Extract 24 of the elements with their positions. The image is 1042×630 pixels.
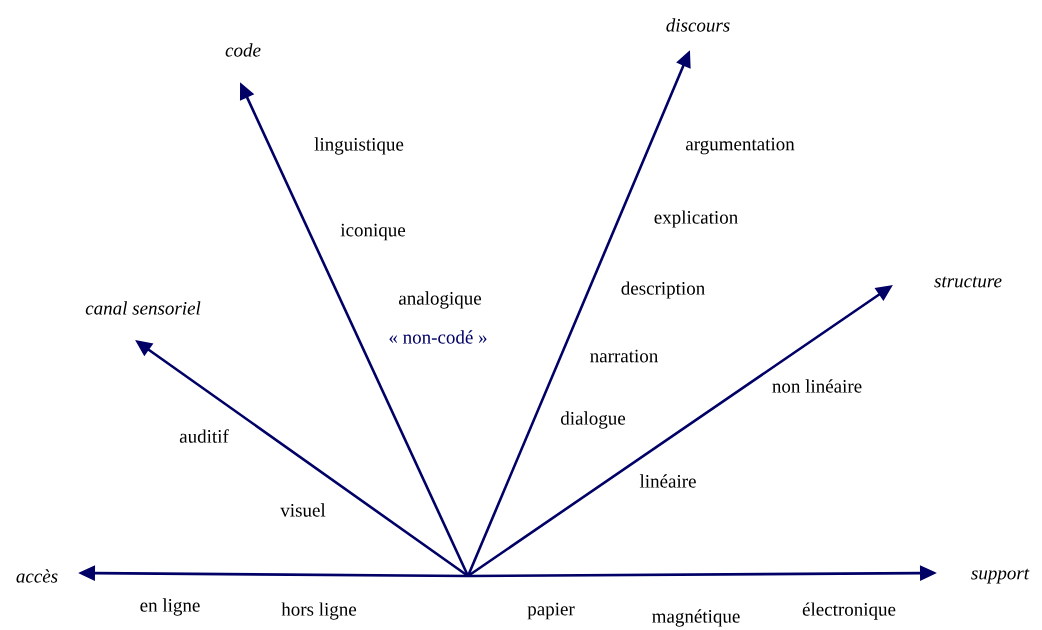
value-label: électronique — [802, 602, 896, 620]
axis-label: support — [971, 568, 1030, 584]
value-label: en ligne — [140, 598, 200, 616]
value-label: hors ligne — [281, 602, 357, 620]
value-label: papier — [527, 602, 575, 620]
value-label: linguistique — [314, 137, 404, 155]
value-label: iconique — [340, 223, 406, 241]
value-label: linéaire — [639, 474, 696, 488]
value-label: narration — [590, 349, 658, 363]
axis-label: code — [225, 43, 261, 57]
value-label: explication — [654, 210, 738, 228]
value-label: auditif — [179, 429, 229, 443]
axis-label: structure — [934, 276, 1002, 288]
value-label: description — [621, 281, 705, 299]
axis-label: accès — [16, 569, 58, 583]
axis-label: discours — [666, 18, 730, 32]
axis-label: canal sensoriel — [85, 301, 201, 315]
value-label: analogique — [399, 291, 482, 309]
value-label: « non-codé » — [389, 330, 487, 344]
value-label: dialogue — [561, 411, 626, 429]
value-label: argumentation — [686, 137, 795, 155]
value-label: magnétique — [652, 609, 740, 627]
value-label: non linéaire — [772, 379, 862, 393]
value-label: visuel — [280, 503, 326, 517]
